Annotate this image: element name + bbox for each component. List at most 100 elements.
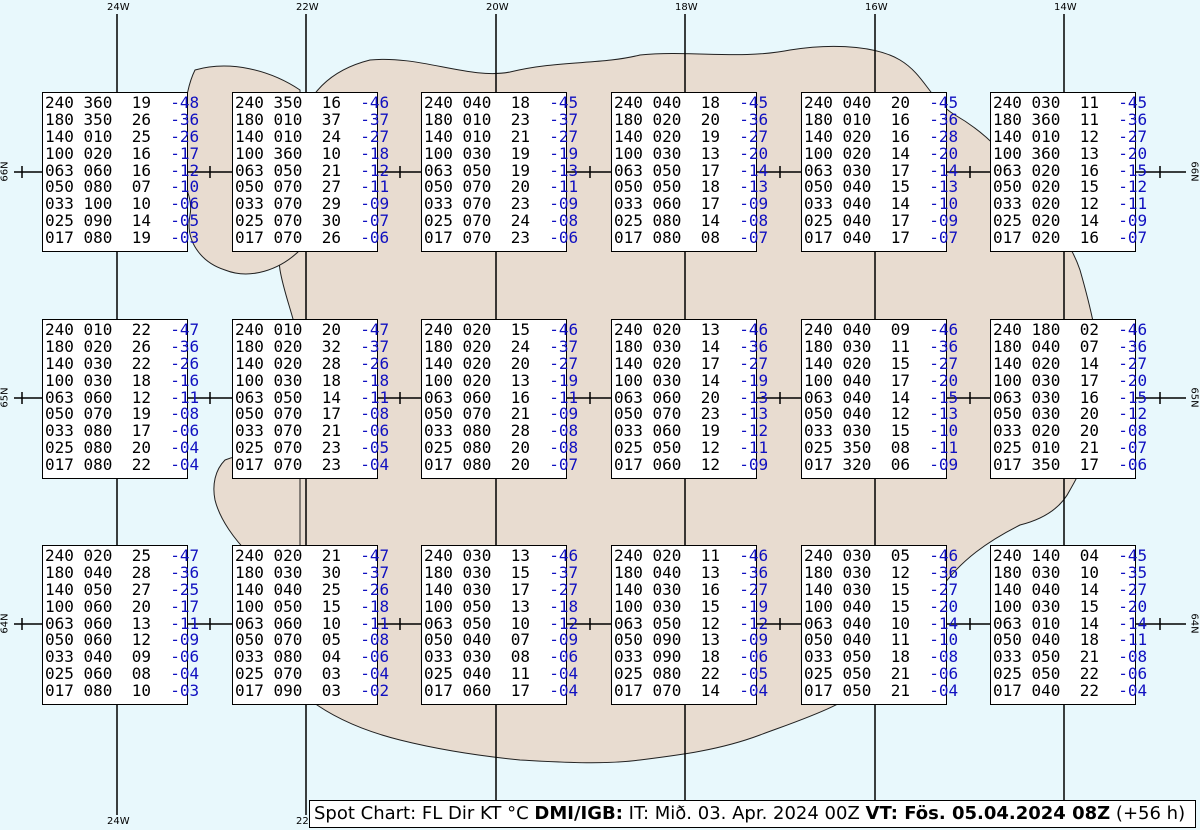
level-dir-speed: 017 060 12 [614, 455, 740, 475]
temperature-value: -06 [1118, 455, 1148, 475]
spot-row: 140 030 22 -26 [45, 353, 199, 373]
spot-row: 100 020 14 -20 [804, 143, 958, 163]
temperature-value: -15 [1118, 160, 1148, 180]
level-dir-speed: 140 010 24 [235, 126, 361, 146]
temperature-value: -37 [549, 336, 579, 356]
level-dir-speed: 017 080 08 [614, 228, 740, 248]
temperature-value: -46 [549, 320, 579, 339]
level-dir-speed: 240 020 13 [614, 320, 740, 339]
temperature-value: -09 [739, 455, 769, 475]
spot-row: 025 060 08 -04 [45, 665, 199, 683]
level-dir-speed: 240 020 15 [424, 320, 550, 339]
spot-row: 180 040 13 -36 [614, 564, 768, 582]
level-dir-speed: 017 080 19 [45, 228, 171, 248]
level-dir-speed: 050 030 20 [993, 404, 1119, 424]
spot-row: 100 040 17 -20 [804, 370, 958, 390]
temperature-value: -11 [360, 177, 390, 197]
temperature-value: -27 [549, 126, 579, 146]
temperature-value: -07 [739, 228, 769, 248]
level-dir-speed: 180 030 10 [993, 562, 1119, 582]
spot-row: 180 360 11 -36 [993, 111, 1147, 129]
temperature-value: -12 [170, 160, 200, 180]
temperature-value: -27 [1118, 353, 1148, 373]
spot-row: 025 020 14 -09 [993, 212, 1147, 230]
level-dir-speed: 017 040 22 [993, 681, 1119, 701]
level-dir-speed: 017 020 16 [993, 228, 1119, 248]
spot-row: 063 050 14 -11 [235, 387, 389, 407]
spot-row: 180 020 20 -36 [614, 111, 768, 129]
level-dir-speed: 100 040 17 [804, 370, 930, 390]
spot-row: 050 040 12 -13 [804, 406, 958, 423]
level-dir-speed: 033 030 08 [424, 647, 550, 667]
spot-row: 180 030 10 -35 [993, 562, 1147, 582]
spot-row: 180 040 07 -36 [993, 338, 1147, 356]
level-dir-speed: 033 100 10 [45, 194, 171, 214]
spot-row: 017 060 12 -09 [614, 455, 768, 475]
level-dir-speed: 180 030 11 [804, 336, 930, 356]
spot-row: 100 030 18 -16 [45, 372, 199, 390]
temperature-value: -18 [360, 596, 390, 616]
temperature-value: -15 [929, 387, 959, 407]
level-dir-speed: 050 070 05 [235, 630, 361, 650]
level-dir-speed: 100 040 15 [804, 596, 930, 616]
temperature-value: -27 [739, 579, 769, 599]
latitude-label: 65N [0, 387, 11, 408]
temperature-value: -13 [739, 404, 769, 424]
spot-row: 017 080 19 -03 [45, 228, 199, 248]
spot-row: 017 070 14 -04 [614, 682, 768, 700]
level-dir-speed: 180 040 28 [45, 562, 171, 582]
level-dir-speed: 140 030 15 [804, 579, 930, 599]
spot-row: 100 360 13 -20 [993, 145, 1147, 163]
spot-row: 050 070 20 -11 [424, 179, 578, 196]
level-dir-speed: 063 050 12 [614, 613, 740, 633]
level-dir-speed: 063 050 21 [235, 160, 361, 180]
spot-row: 050 040 11 -10 [804, 632, 958, 649]
temperature-value: -07 [929, 228, 959, 248]
level-dir-speed: 063 020 16 [993, 160, 1119, 180]
level-dir-speed: 240 350 16 [235, 93, 361, 112]
temperature-value: -13 [549, 160, 579, 180]
level-dir-speed: 017 060 17 [424, 681, 550, 701]
level-dir-speed: 100 020 13 [424, 370, 550, 390]
spot-row: 017 090 03 -02 [235, 682, 389, 700]
level-dir-speed: 050 070 17 [235, 404, 361, 424]
spot-row: 180 010 23 -37 [424, 111, 578, 129]
level-dir-speed: 240 180 02 [993, 320, 1119, 339]
level-dir-speed: 140 020 17 [614, 353, 740, 373]
spot-row: 050 070 17 -08 [235, 404, 389, 424]
spot-row: 240 350 16 -46 [235, 93, 389, 112]
spot-row: 033 020 12 -11 [993, 195, 1147, 213]
temperature-value: -06 [360, 647, 390, 667]
level-dir-speed: 050 040 18 [993, 630, 1119, 650]
level-dir-speed: 240 040 18 [614, 93, 740, 112]
level-dir-speed: 063 050 14 [235, 387, 361, 407]
spot-row: 140 040 14 -27 [993, 581, 1147, 599]
level-dir-speed: 140 030 22 [45, 353, 171, 373]
level-dir-speed: 033 070 29 [235, 194, 361, 214]
temperature-value: -12 [739, 613, 769, 633]
level-dir-speed: 100 020 14 [804, 143, 930, 163]
temperature-value: -10 [929, 630, 959, 650]
level-dir-speed: 240 140 04 [993, 546, 1119, 565]
spot-row: 240 010 20 -47 [235, 321, 389, 339]
spot-row: 033 050 21 -08 [993, 648, 1147, 666]
level-dir-speed: 100 030 17 [993, 370, 1119, 390]
spot-row: 050 060 12 -09 [45, 632, 199, 649]
level-dir-speed: 025 040 17 [804, 211, 930, 231]
temperature-value: -08 [549, 211, 579, 231]
level-dir-speed: 050 020 15 [993, 177, 1119, 197]
level-dir-speed: 140 020 20 [424, 353, 550, 373]
spot-row: 017 040 22 -04 [993, 681, 1147, 701]
spot-row: 180 020 32 -37 [235, 338, 389, 356]
level-dir-speed: 180 020 26 [45, 336, 171, 356]
spot-row: 017 040 17 -07 [804, 229, 958, 247]
temperature-value: -11 [549, 387, 579, 407]
temperature-value: -13 [739, 177, 769, 197]
spot-row: 063 010 14 -14 [993, 615, 1147, 633]
temperature-value: -19 [549, 143, 579, 163]
